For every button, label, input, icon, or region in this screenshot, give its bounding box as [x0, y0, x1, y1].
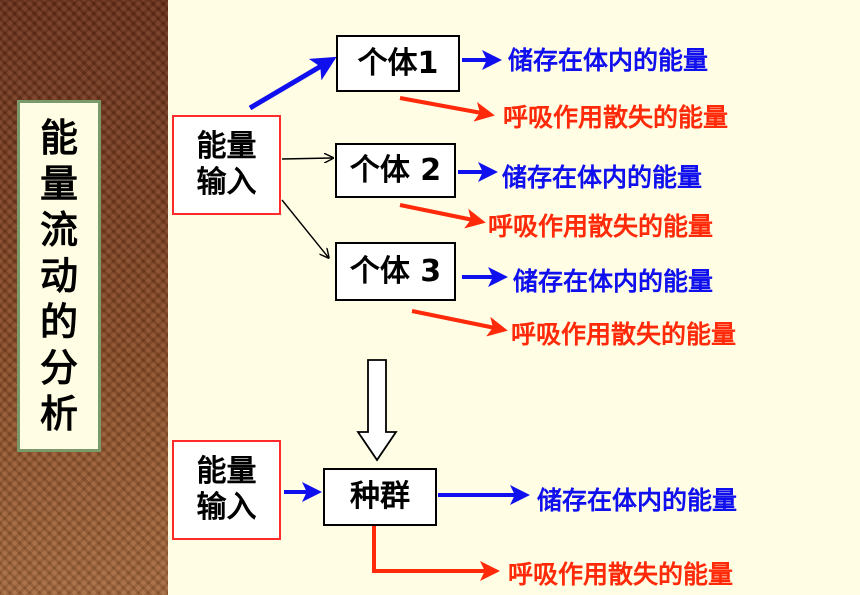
energy-input-box-top: 能量 输入	[172, 115, 281, 215]
title-char: 分	[39, 346, 78, 390]
energy-input-line2: 输入	[196, 165, 257, 200]
energy-input-line2: 输入	[196, 490, 257, 525]
title-char: 动	[39, 254, 78, 298]
individual-box-1: 个体1	[336, 35, 460, 92]
energy-input-line1: 能量	[196, 454, 257, 489]
individual-label: 个体1	[357, 45, 439, 81]
lost-energy-label-3: 呼吸作用散失的能量	[511, 320, 737, 349]
title-char: 流	[39, 208, 78, 252]
energy-input-line1: 能量	[196, 129, 257, 164]
stored-energy-label-3: 储存在体内的能量	[513, 267, 714, 296]
stored-energy-label-1: 储存在体内的能量	[508, 46, 709, 75]
input-to-individual2-arrow	[281, 158, 332, 159]
lost-arrow-2	[399, 203, 486, 229]
population-lost-label: 呼吸作用散失的能量	[508, 560, 734, 589]
population-box: 种群	[323, 468, 437, 526]
lost-arrow-3	[411, 309, 508, 337]
title-char: 量	[39, 162, 78, 206]
individual-label: 个体 2	[349, 152, 442, 188]
lost-energy-label-1: 呼吸作用散失的能量	[503, 103, 729, 132]
stored-energy-label-2: 储存在体内的能量	[502, 163, 703, 192]
lost-energy-label-2: 呼吸作用散失的能量	[488, 212, 714, 241]
lost-arrow-1	[399, 96, 495, 122]
population-label: 种群	[350, 479, 410, 514]
individual-box-2: 个体 2	[335, 143, 456, 198]
title-char: 的	[39, 300, 78, 344]
title-char: 能	[39, 116, 78, 160]
hollow-down-arrow	[356, 359, 398, 462]
title-char: 析	[39, 392, 78, 436]
population-stored-label: 储存在体内的能量	[537, 486, 738, 515]
input-to-individual3-arrow	[281, 199, 328, 257]
population-lost-arrow	[372, 525, 500, 581]
input-to-individual1-arrow	[248, 56, 337, 111]
vertical-title: 能 量 流 动 的 分 析	[17, 100, 101, 452]
energy-input-box-bottom: 能量 输入	[172, 440, 281, 540]
individual-box-3: 个体 3	[335, 242, 456, 301]
individual-label: 个体 3	[349, 253, 442, 289]
